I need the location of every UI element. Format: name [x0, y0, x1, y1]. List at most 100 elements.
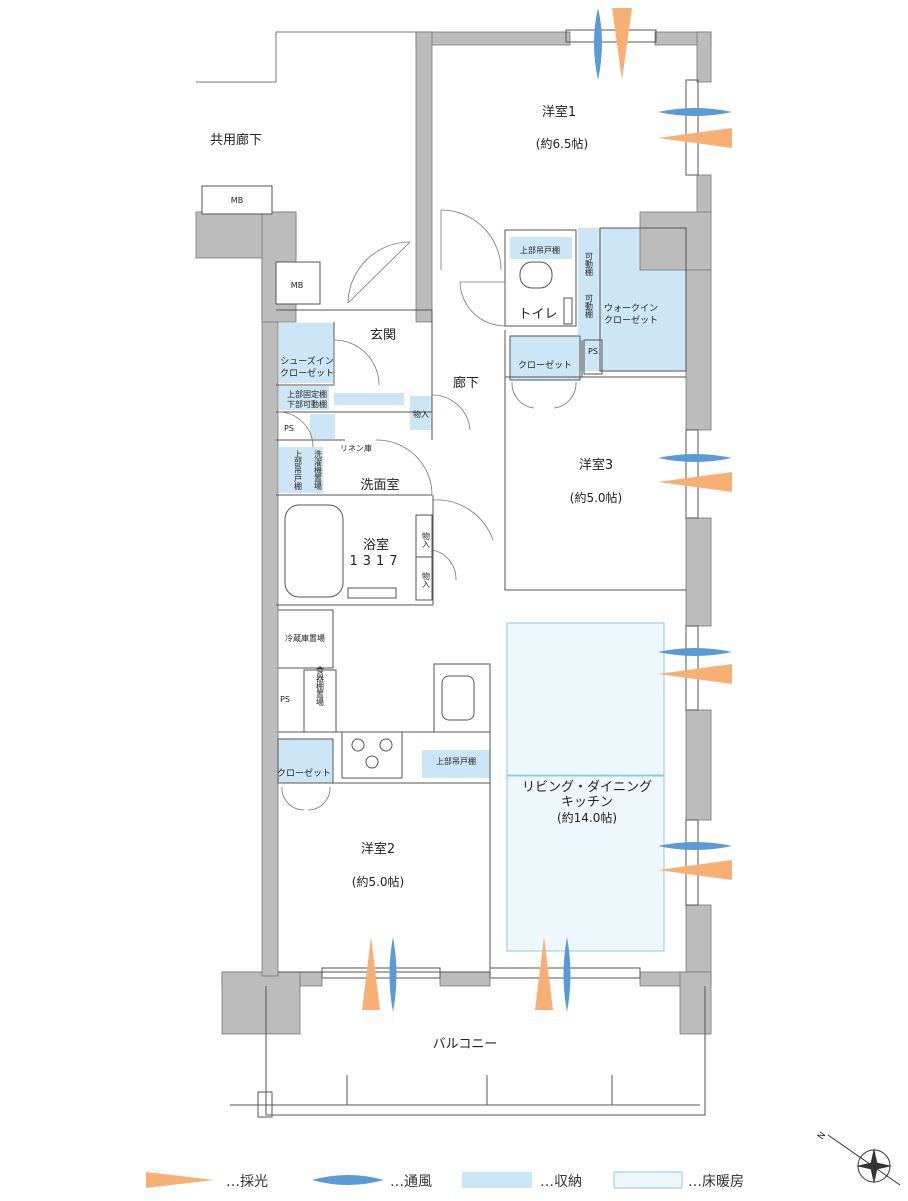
wall-right-4: [685, 517, 712, 627]
light-room3: [658, 472, 732, 492]
legend-storage-icon: [462, 1172, 532, 1188]
fridge-label: 冷蔵庫置場: [285, 633, 325, 643]
wall-room1-left: [415, 31, 433, 323]
closet2-label: クローゼット: [277, 767, 331, 779]
legend-light-icon: [146, 1172, 214, 1188]
legend-light-text: …採光: [226, 1174, 268, 1190]
movable-shelf-label-2: 可動棚: [585, 294, 594, 319]
mb-box-2: [275, 261, 321, 305]
shoe-closet-fill: [279, 323, 334, 383]
wall-pillar-br: [679, 971, 712, 1035]
compass-n-label: N: [816, 1130, 828, 1141]
dish-label: 食器棚置場: [316, 665, 325, 707]
mb-boxes: [201, 185, 321, 305]
legend-wind-icon: [312, 1175, 384, 1185]
burner-2: [379, 738, 393, 752]
wic-label-2: クローゼット: [604, 314, 658, 326]
burner-3: [365, 755, 379, 769]
light-ldk-bottom: [535, 937, 553, 1010]
wind-top: [594, 8, 602, 80]
floor-heating-2: [506, 775, 665, 952]
entrance-label: 玄関: [370, 328, 396, 343]
common-corridor-label: 共用廊下: [210, 132, 262, 148]
wall-bottom-mid: [439, 971, 491, 987]
wall-pillar-bl: [221, 971, 301, 1035]
wind-ldk-bottom: [563, 937, 571, 1012]
ldk-label-1: リビング・ダイニング: [522, 780, 652, 795]
room1-label: 洋室1: [542, 104, 576, 120]
shoe-closet-label-2: クローゼット: [280, 367, 334, 379]
kitchen-upper-fill: [422, 750, 490, 778]
upper-fixed-fill: [279, 386, 329, 410]
storage-label-2: 物入: [422, 531, 431, 548]
bath-cabinet-fill: [334, 393, 404, 405]
wind-room3: [658, 454, 732, 462]
linen-label: リネン庫: [340, 443, 372, 453]
storage1-fill: [410, 396, 432, 430]
ldk-size-label: (約14.0帖): [557, 810, 617, 825]
interior-lines: [230, 29, 706, 1118]
room3-size-label: (約5.0帖): [570, 490, 622, 505]
mb-label-1: MB: [231, 196, 243, 205]
storage-areas: [278, 228, 686, 783]
bath-label: 浴室: [363, 537, 389, 553]
burner-1: [351, 738, 365, 752]
movable-shelf-label-1: 可動棚: [585, 252, 594, 277]
wall-right-col: [639, 211, 712, 271]
washroom-label: 洗面室: [360, 477, 399, 493]
shoe-closet-label-1: シューズイン: [280, 355, 334, 367]
floor-heating-1: [506, 622, 665, 776]
doors: [277, 209, 577, 811]
washer-upper-label: 上部吊戸棚: [294, 450, 303, 491]
legend-heating-text: …床暖房: [688, 1174, 744, 1190]
wall-right-2: [696, 174, 712, 216]
compass: N: [816, 1130, 901, 1186]
legend: …採光 …通風 …収納 …床暖房: [146, 1171, 744, 1190]
walls: [195, 31, 712, 1035]
balcony-label: バルコニー: [433, 1037, 498, 1052]
light-top: [612, 8, 632, 80]
stove: [351, 738, 393, 769]
ldk-label-2: キッチン: [561, 795, 613, 810]
closet3-fill: [510, 336, 580, 380]
storage-label-3: 物入: [422, 571, 431, 588]
ps-label-2: PS: [588, 347, 598, 356]
wall-right-1: [696, 31, 712, 83]
room1-size-label: (約6.5帖): [536, 136, 588, 151]
upper-fixed-label-1: 上部固定棚: [287, 389, 327, 399]
toilet-upper-label: 上部吊戸棚: [520, 245, 560, 255]
light-ldk2: [658, 860, 732, 880]
toilet-label: トイレ: [518, 307, 557, 322]
labels: 共用廊下 MB MB 玄関 廊下 シューズイン クローゼット 上部固定棚 下部可…: [210, 104, 658, 1052]
ps-label-3: PS: [280, 695, 290, 704]
wind-indicators: [389, 8, 732, 1012]
ps-label-1: PS: [284, 424, 294, 433]
storage-label-1: 物入: [413, 409, 429, 419]
mb-box-1: [201, 185, 273, 215]
mb-label-2: MB: [291, 281, 303, 290]
closet3-label: クローゼット: [518, 359, 572, 371]
washer-label: 洗濯機置場: [314, 449, 323, 491]
legend-wind-text: …通風: [390, 1174, 432, 1190]
wall-top: [415, 31, 571, 46]
room3-label: 洋室3: [579, 457, 613, 473]
light-room1: [658, 128, 732, 148]
corridor-label: 廊下: [453, 375, 479, 391]
toilet-upper-fill: [510, 237, 572, 259]
light-ldk1: [658, 664, 732, 684]
bath-size-label: 1317: [349, 554, 402, 569]
legend-storage-text: …収納: [540, 1174, 582, 1190]
light-indicators: [362, 8, 732, 1010]
room2-label: 洋室2: [361, 841, 395, 857]
wind-ldk1: [658, 648, 732, 656]
floor-heating-areas: [506, 622, 665, 952]
wall-left: [261, 257, 279, 977]
wind-room2: [389, 937, 397, 1012]
linen-fill: [310, 414, 335, 439]
wall-right-5: [685, 709, 712, 821]
wall-right-3: [685, 269, 712, 431]
legend-heating-icon: [613, 1171, 683, 1189]
wic-label-1: ウォークイン: [604, 303, 658, 314]
wall-common-outline: [196, 31, 416, 83]
closet2-fill: [278, 739, 333, 783]
